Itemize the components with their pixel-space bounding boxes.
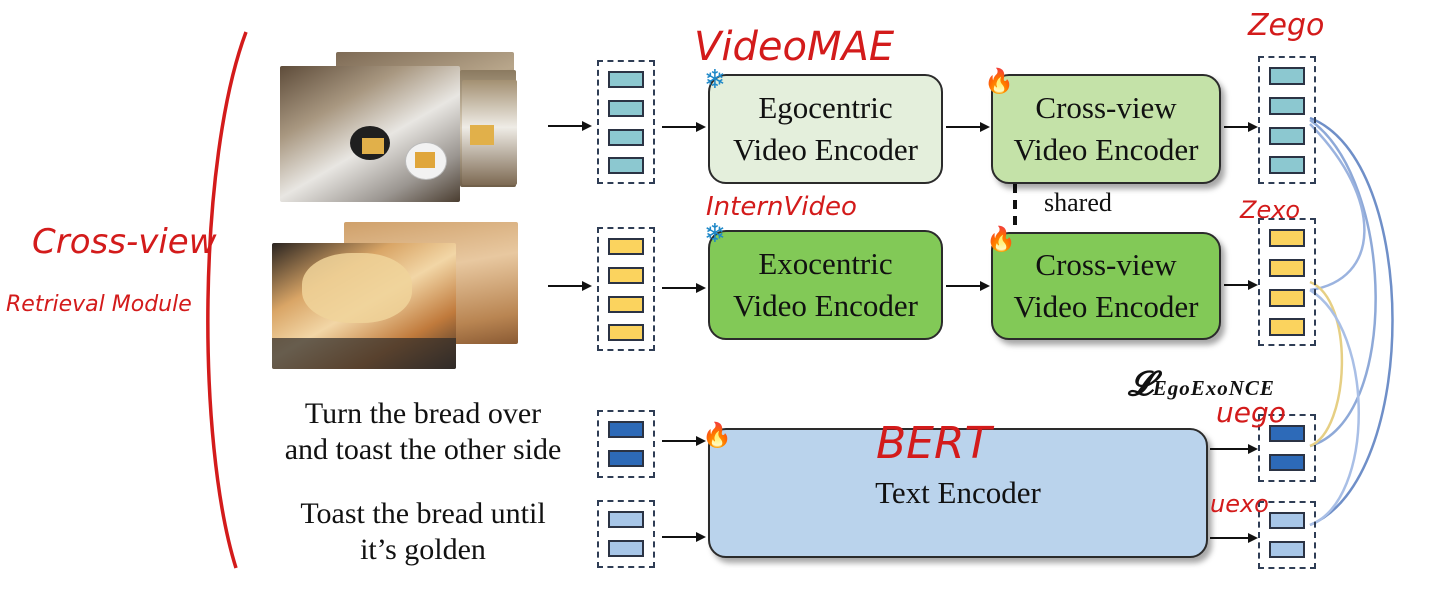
token bbox=[608, 421, 644, 438]
encoder-label-line1: Exocentric bbox=[758, 246, 893, 281]
module-label-line2: Retrieval Module bbox=[6, 292, 192, 317]
cross-view-video-encoder-exo: Cross-view Video Encoder bbox=[991, 232, 1221, 340]
z-exo-label: Zexo bbox=[1240, 196, 1301, 224]
caption-1: Turn the bread over and toast the other … bbox=[248, 396, 598, 468]
text-input-tokens-2 bbox=[597, 500, 655, 568]
encoder-label-line2: Video Encoder bbox=[733, 132, 918, 167]
caption-2-line1: Toast the bread until bbox=[300, 497, 546, 530]
encoder-label-line2: Video Encoder bbox=[733, 288, 918, 323]
encoder-label: Text Encoder bbox=[875, 475, 1041, 510]
token bbox=[1269, 425, 1305, 442]
u-exo-label: uexo bbox=[1210, 490, 1269, 518]
videomae-annotation: VideoMAE bbox=[694, 24, 895, 70]
token bbox=[608, 296, 644, 313]
token bbox=[608, 238, 644, 255]
fire-icon: 🔥 bbox=[986, 227, 1016, 253]
token bbox=[1269, 541, 1305, 558]
token bbox=[1269, 289, 1305, 307]
token bbox=[1269, 229, 1305, 247]
u-ego-output-tokens bbox=[1258, 414, 1316, 482]
token bbox=[608, 100, 644, 117]
caption-2-line2: it’s golden bbox=[360, 533, 486, 566]
token bbox=[1269, 259, 1305, 277]
fire-icon: 🔥 bbox=[984, 69, 1014, 95]
caption-2: Toast the bread until it’s golden bbox=[248, 496, 598, 568]
z-exo-output-tokens bbox=[1258, 218, 1316, 346]
token bbox=[608, 450, 644, 467]
token bbox=[1269, 97, 1305, 115]
u-ego-label: uego bbox=[1216, 396, 1286, 429]
encoder-label-line1: Egocentric bbox=[758, 90, 893, 125]
token bbox=[1269, 156, 1305, 174]
token bbox=[1269, 318, 1305, 336]
encoder-label-line1: Cross-view bbox=[1035, 247, 1177, 282]
loss-subscript: EgoExoNCE bbox=[1152, 376, 1275, 400]
cross-view-video-encoder-ego: Cross-view Video Encoder bbox=[991, 74, 1221, 184]
module-label-line1: Cross-view bbox=[32, 222, 217, 262]
token bbox=[608, 157, 644, 174]
token bbox=[1269, 67, 1305, 85]
egocentric-video-encoder: Egocentric Video Encoder bbox=[708, 74, 943, 184]
token bbox=[1269, 454, 1305, 471]
snowflake-icon: ❄ bbox=[704, 219, 726, 248]
token bbox=[608, 540, 644, 557]
z-ego-output-tokens bbox=[1258, 56, 1316, 184]
z-ego-label: Zego bbox=[1248, 8, 1325, 43]
token bbox=[1269, 512, 1305, 529]
exo-input-tokens bbox=[597, 227, 655, 351]
encoder-label-line1: Cross-view bbox=[1035, 90, 1177, 125]
snowflake-icon: ❄ bbox=[704, 65, 726, 94]
token bbox=[608, 129, 644, 146]
u-exo-output-tokens bbox=[1258, 501, 1316, 569]
text-encoder: Text Encoder bbox=[708, 428, 1208, 558]
encoder-label-line2: Video Encoder bbox=[1013, 132, 1199, 167]
token bbox=[608, 71, 644, 88]
bert-annotation: BERT bbox=[876, 418, 992, 469]
loss-label: 𝓛EgoExoNCE bbox=[1128, 366, 1275, 404]
ego-input-tokens bbox=[597, 60, 655, 184]
exocentric-video-encoder: Exocentric Video Encoder bbox=[708, 230, 943, 340]
internvideo-annotation: InternVideo bbox=[706, 192, 857, 222]
token bbox=[608, 511, 644, 528]
encoder-label-line2: Video Encoder bbox=[1013, 289, 1199, 324]
shared-label: shared bbox=[1044, 188, 1112, 217]
token bbox=[608, 267, 644, 284]
text-input-tokens-1 bbox=[597, 410, 655, 478]
loss-symbol: 𝓛 bbox=[1128, 366, 1153, 403]
token bbox=[608, 324, 644, 341]
caption-1-line2: and toast the other side bbox=[284, 433, 562, 466]
token bbox=[1269, 127, 1305, 145]
fire-icon: 🔥 bbox=[702, 423, 732, 449]
caption-1-line1: Turn the bread over bbox=[304, 397, 542, 430]
